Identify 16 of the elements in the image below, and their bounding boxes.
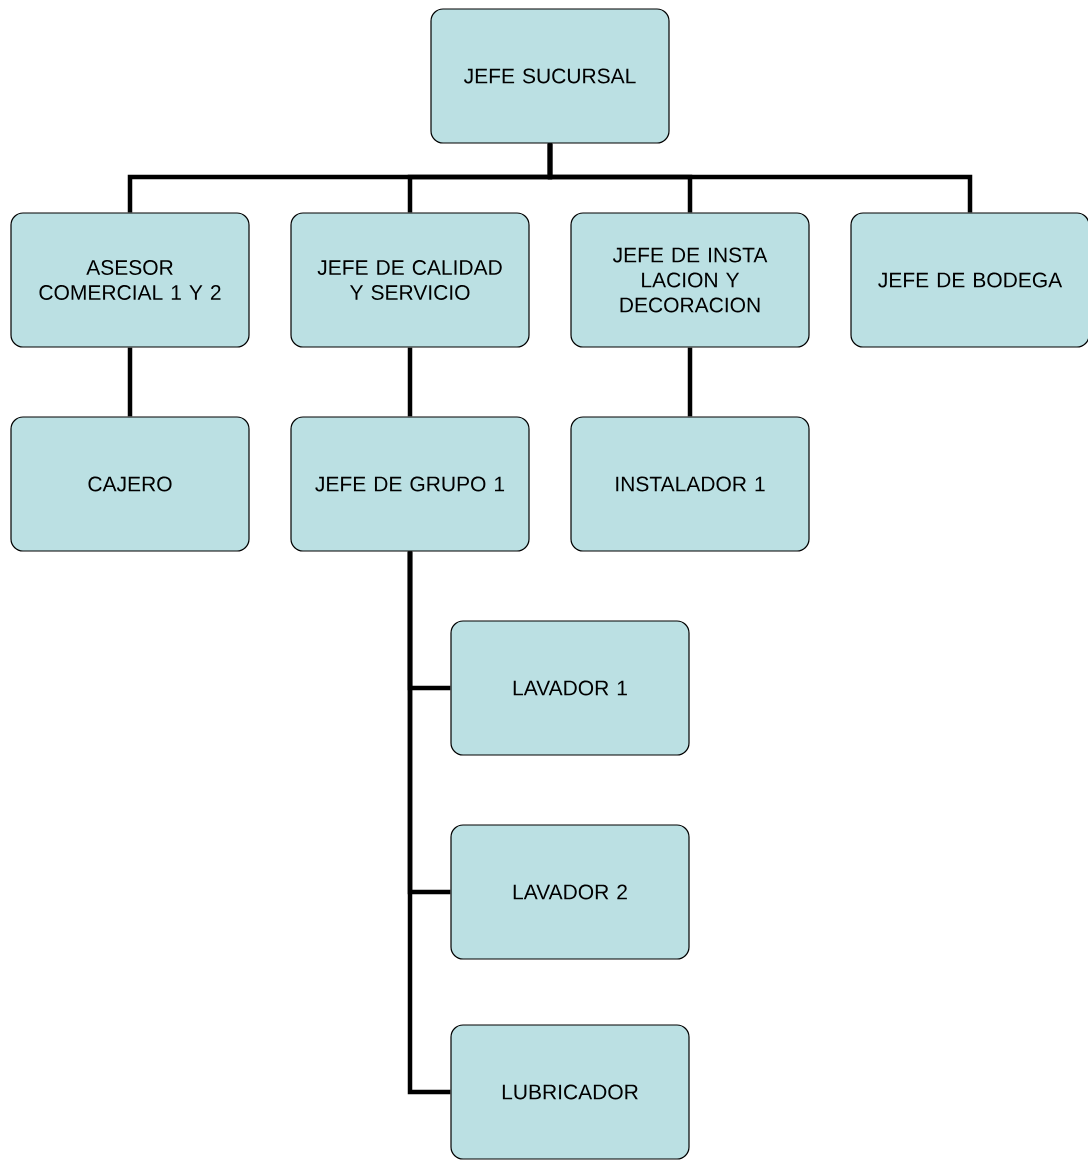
org-box: ASESOR COMERCIAL 1 Y 2: [10, 212, 250, 348]
org-box: JEFE DE BODEGA: [850, 212, 1088, 348]
connector-line: [687, 347, 693, 417]
org-box: JEFE DE INSTA LACION Y DECORACION: [570, 212, 810, 348]
org-box: JEFE DE CALIDAD Y SERVICIO: [290, 212, 530, 348]
org-box: CAJERO: [10, 416, 250, 552]
org-box: JEFE SUCURSAL: [430, 8, 670, 144]
org-box: LUBRICADOR: [450, 1024, 690, 1160]
org-box: LAVADOR 2: [450, 824, 690, 960]
connector-line: [407, 551, 451, 1095]
connector-line: [127, 347, 133, 417]
connector-line: [407, 347, 413, 417]
connector-line: [547, 143, 973, 213]
org-box: JEFE DE GRUPO 1: [290, 416, 530, 552]
org-box: INSTALADOR 1: [570, 416, 810, 552]
org-box: LAVADOR 1: [450, 620, 690, 756]
